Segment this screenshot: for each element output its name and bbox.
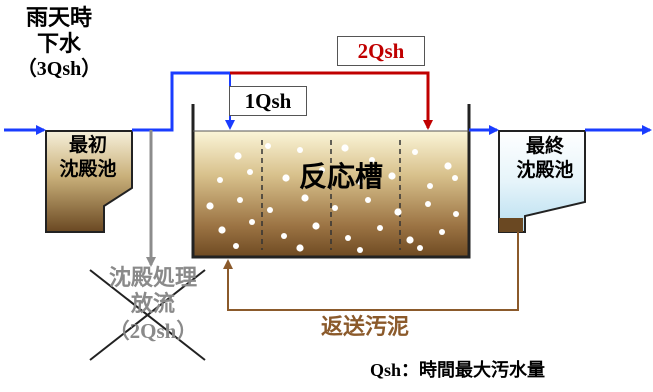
inflow-title-line-2: 下水 [36,32,81,57]
primary-outflow-pipe [132,71,230,132]
final-tank-label: 最終 沈殿池 [500,134,590,182]
flow-2qsh-label: 2Qsh [337,36,425,66]
bubble [332,205,338,211]
bubble [357,247,363,253]
x-mark-icon [89,269,206,361]
bubble [265,143,271,149]
bubble [394,208,402,216]
bubble [388,172,396,180]
inflow-title-line-1: 雨天時 [25,6,92,31]
bubble [249,219,255,225]
final-tank-label-line-1: 最終 [525,135,564,157]
bubble [282,174,290,182]
reaction-tank [191,104,471,259]
bypass-flow-label: （2Qsh） [108,319,198,343]
bubble [412,149,418,155]
bubble [444,162,452,170]
bubble [233,243,239,249]
bubble [369,157,375,163]
bubble [365,197,371,203]
bubble [406,236,414,244]
primary-tank-label: 最初 沈殿池 [44,133,132,181]
bubble [439,229,445,235]
primary-tank-label-line-2: 沈殿池 [59,158,117,180]
bubble [237,197,243,203]
bubble [345,235,351,241]
bubble [453,211,459,217]
legend-note: Qsh：時間最大汚水量 [370,360,546,380]
bubble [217,177,223,183]
return-sludge-label: 返送汚泥 [320,315,409,340]
bypass-label: 沈殿処理 放流 [68,266,238,318]
bubble [247,169,253,175]
bypass-label-line-1: 沈殿処理 [108,266,197,291]
bubble [218,226,226,234]
bubble [296,244,304,252]
bubble [319,167,325,173]
bubble [206,202,214,210]
bypass-label-line-2: 放流 [130,292,175,317]
aeration-bubbles-icon [206,143,459,253]
bubble [312,222,320,230]
bubble [357,179,363,185]
flow-2qsh-arrow [230,71,433,130]
bubble [267,207,273,213]
return-sludge-arrow [223,232,519,311]
bubble [281,233,287,239]
inflow-flow-label: （3Qsh） [16,58,102,80]
bubble [427,183,433,189]
primary-tank-label-line-1: 最初 [68,134,107,156]
bubble [377,225,383,231]
bubble [417,245,423,251]
bubble [425,201,431,207]
flow-1qsh-label: 1Qsh [229,86,307,116]
bubble [301,194,309,202]
bubble [297,147,303,153]
reactor-label: 反応槽 [298,160,383,193]
bubble [234,152,242,160]
final-tank-label-line-2: 沈殿池 [516,159,574,181]
inflow-title: 雨天時 下水 [0,6,118,58]
bubble [341,144,349,152]
bubble [452,175,458,181]
